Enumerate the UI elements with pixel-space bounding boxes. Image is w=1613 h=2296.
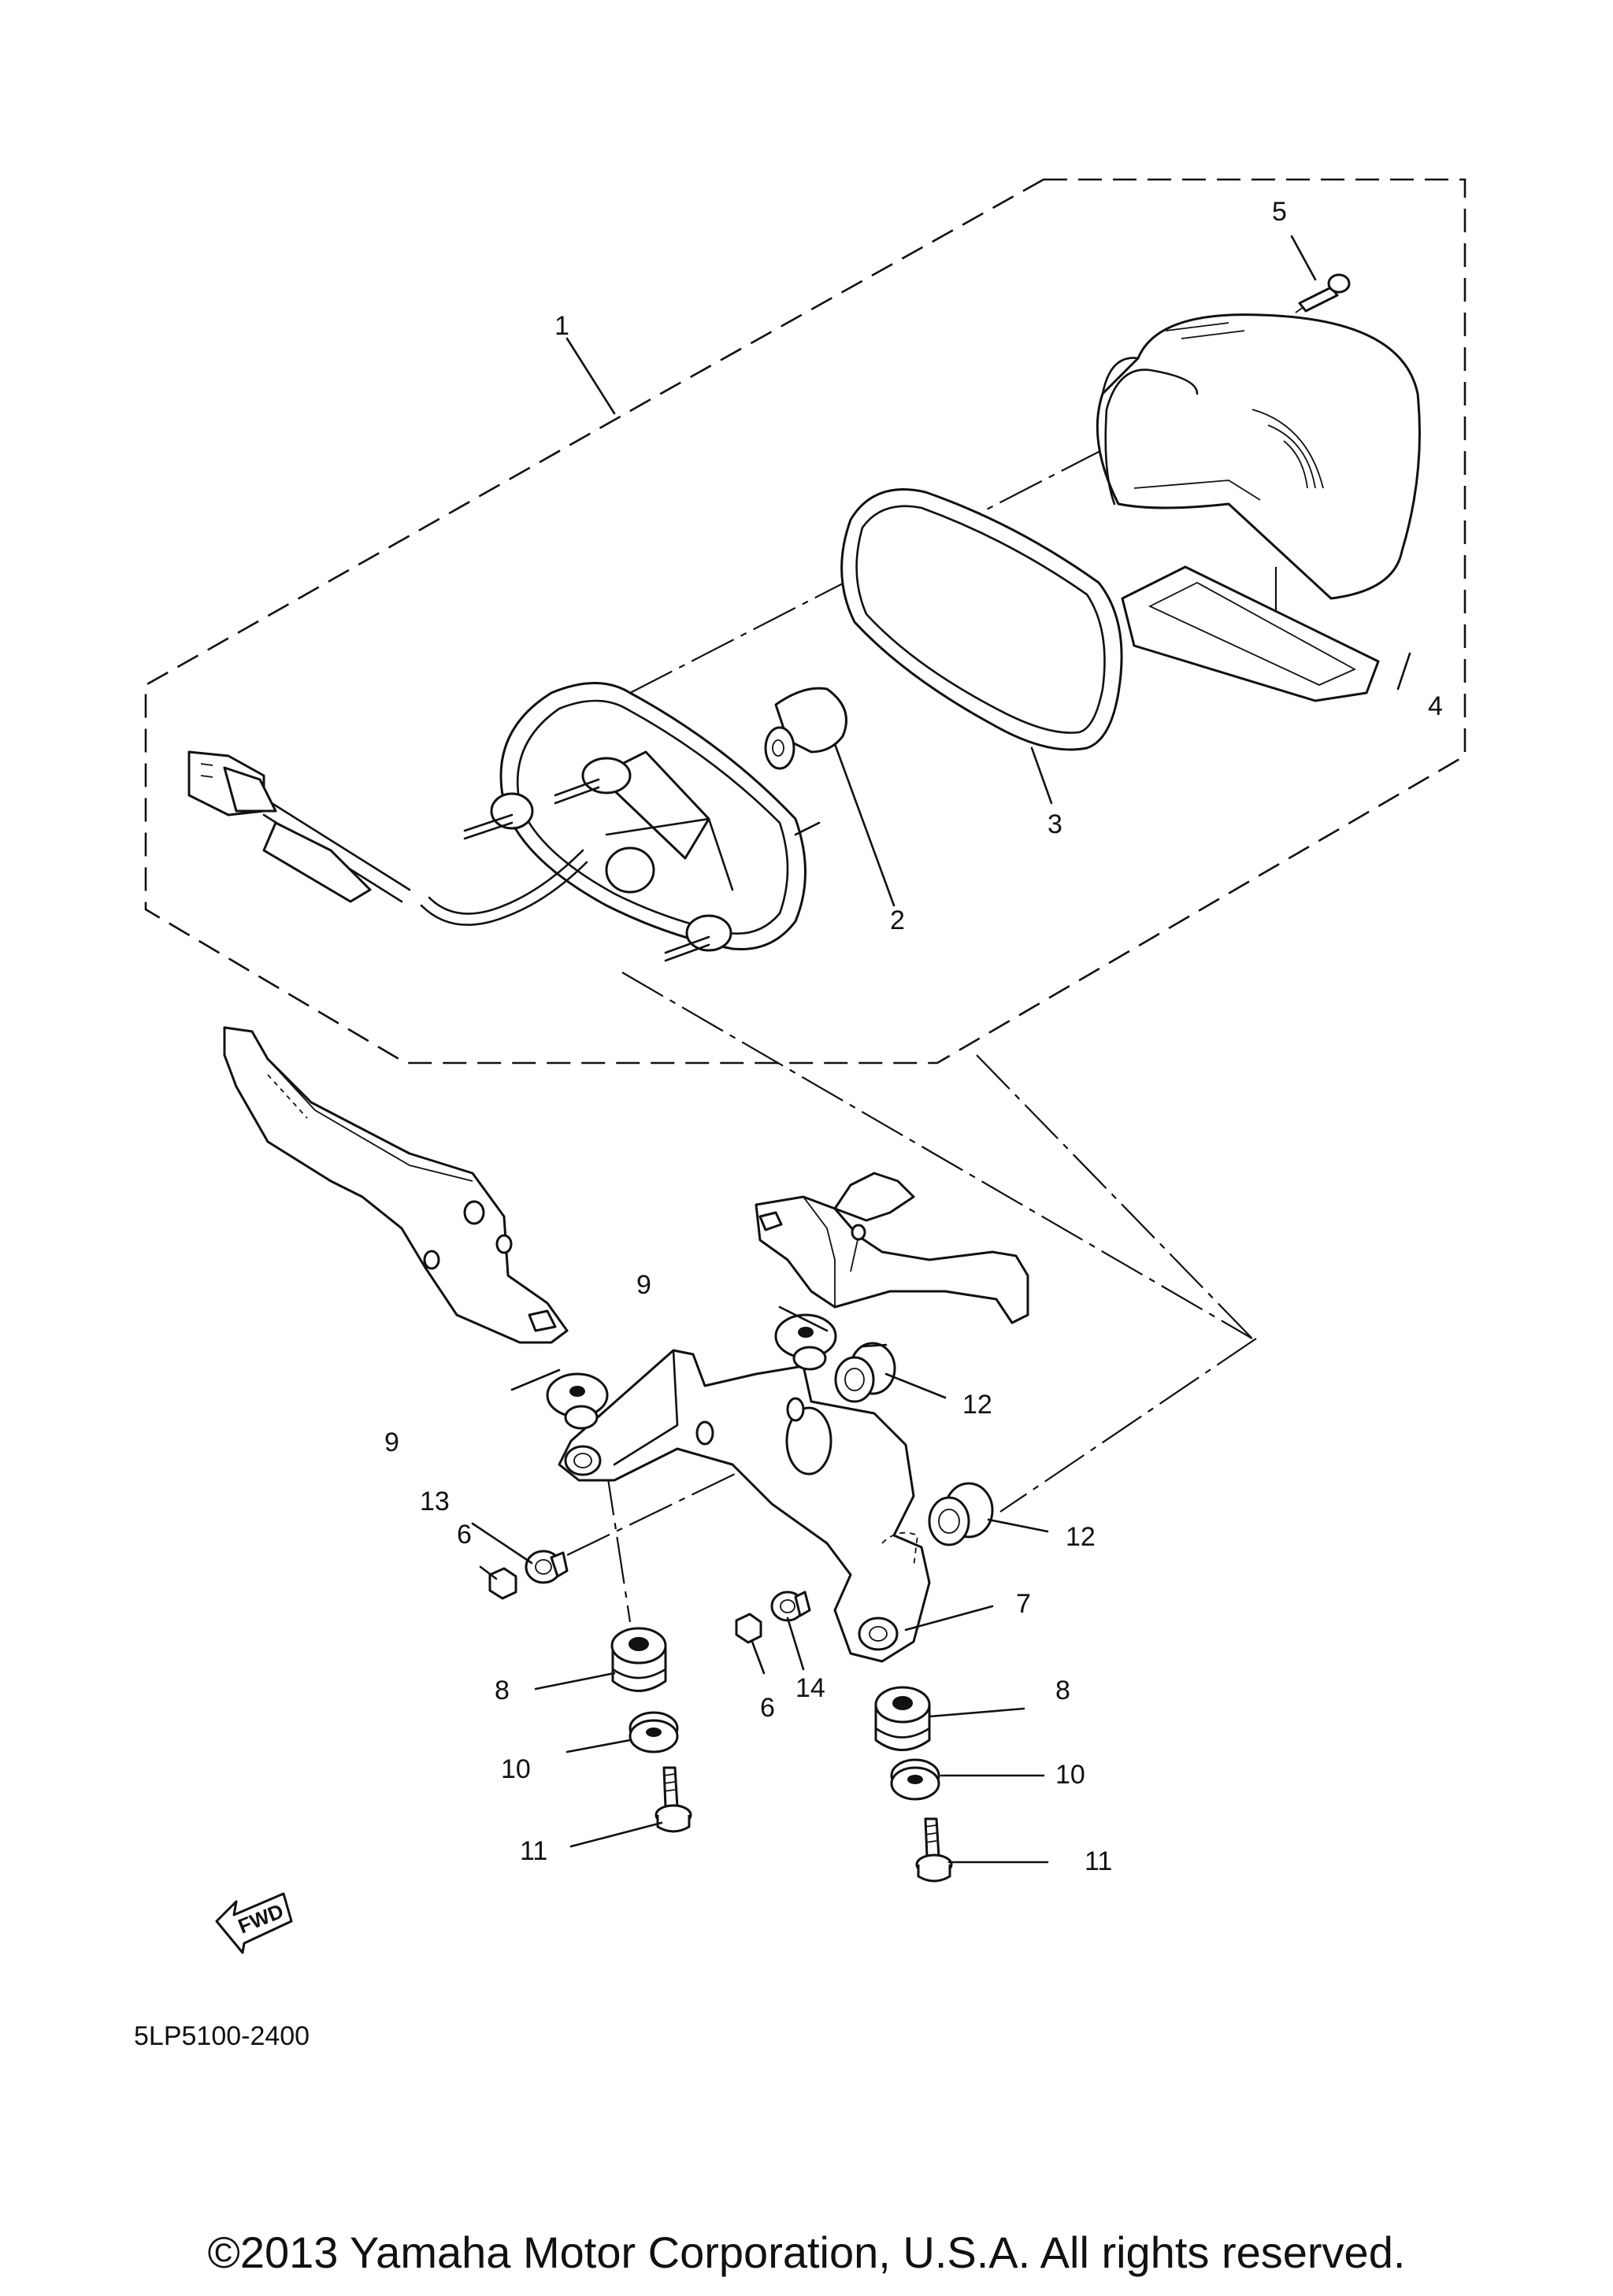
collar-part-9a: [546, 1372, 609, 1430]
copyright-notice: ©2013 Yamaha Motor Corporation, U.S.A. A…: [208, 2227, 1406, 2277]
assembly-boundary: [144, 178, 1467, 1065]
alignment-line: [605, 1468, 632, 1623]
washer-part-10a: [629, 1711, 679, 1753]
callout-label: 7: [1016, 1589, 1031, 1619]
frame-bracket-left: [223, 1026, 569, 1344]
callout-label: 6: [457, 1520, 472, 1550]
damper-part-12a: [834, 1342, 896, 1403]
alignment-line: [976, 1054, 1253, 1339]
callout-label: 6: [760, 1693, 775, 1723]
damper-part-8b: [874, 1686, 931, 1751]
callout-label: 8: [1055, 1676, 1070, 1705]
callout-label: 14: [795, 1673, 825, 1703]
callout-label: 8: [495, 1676, 510, 1705]
bolt-part-14: [770, 1591, 811, 1622]
callout-label: 9: [636, 1270, 651, 1300]
callout-label: 2: [890, 905, 905, 935]
nut-part-6a: [488, 1567, 517, 1600]
callout-label: 11: [1085, 1846, 1112, 1876]
callout-label: 10: [1055, 1760, 1085, 1790]
callout-label: 10: [501, 1754, 531, 1784]
callout-label: 3: [1048, 809, 1062, 839]
taillight-base-part-1: [187, 682, 821, 962]
alignment-line: [999, 1338, 1257, 1513]
fwd-arrow-icon: FWD: [215, 1892, 293, 1954]
mount-bracket-part-7: [558, 1349, 931, 1663]
callout-label: 5: [1272, 197, 1287, 227]
callout-label: 13: [420, 1487, 450, 1516]
bulb-part-2: [764, 687, 847, 770]
callout-label: 11: [520, 1836, 547, 1866]
leader-lines: [471, 235, 1411, 1864]
bolt-part-11b: [915, 1817, 953, 1883]
damper-part-12b: [928, 1482, 994, 1546]
collar-part-9b: [774, 1313, 837, 1371]
damper-part-8a: [610, 1627, 667, 1692]
callout-label: 12: [1066, 1522, 1096, 1552]
lens-part-4: [1096, 313, 1421, 702]
diagram-code: 5LP5100-2400: [134, 2021, 310, 2051]
gasket-part-3: [840, 488, 1123, 751]
frame-bracket-right: [755, 1172, 1029, 1324]
bolt-part-13: [525, 1550, 569, 1584]
callout-label: 1: [554, 311, 569, 341]
callout-label: 9: [384, 1428, 399, 1457]
bolt-part-11a: [654, 1766, 692, 1833]
washer-part-10b: [890, 1758, 940, 1801]
screw-part-5: [1295, 273, 1351, 313]
nut-part-6b: [735, 1613, 762, 1644]
callout-label: 12: [962, 1390, 992, 1420]
callout-label: 4: [1428, 691, 1443, 721]
alignment-line: [621, 972, 1253, 1339]
